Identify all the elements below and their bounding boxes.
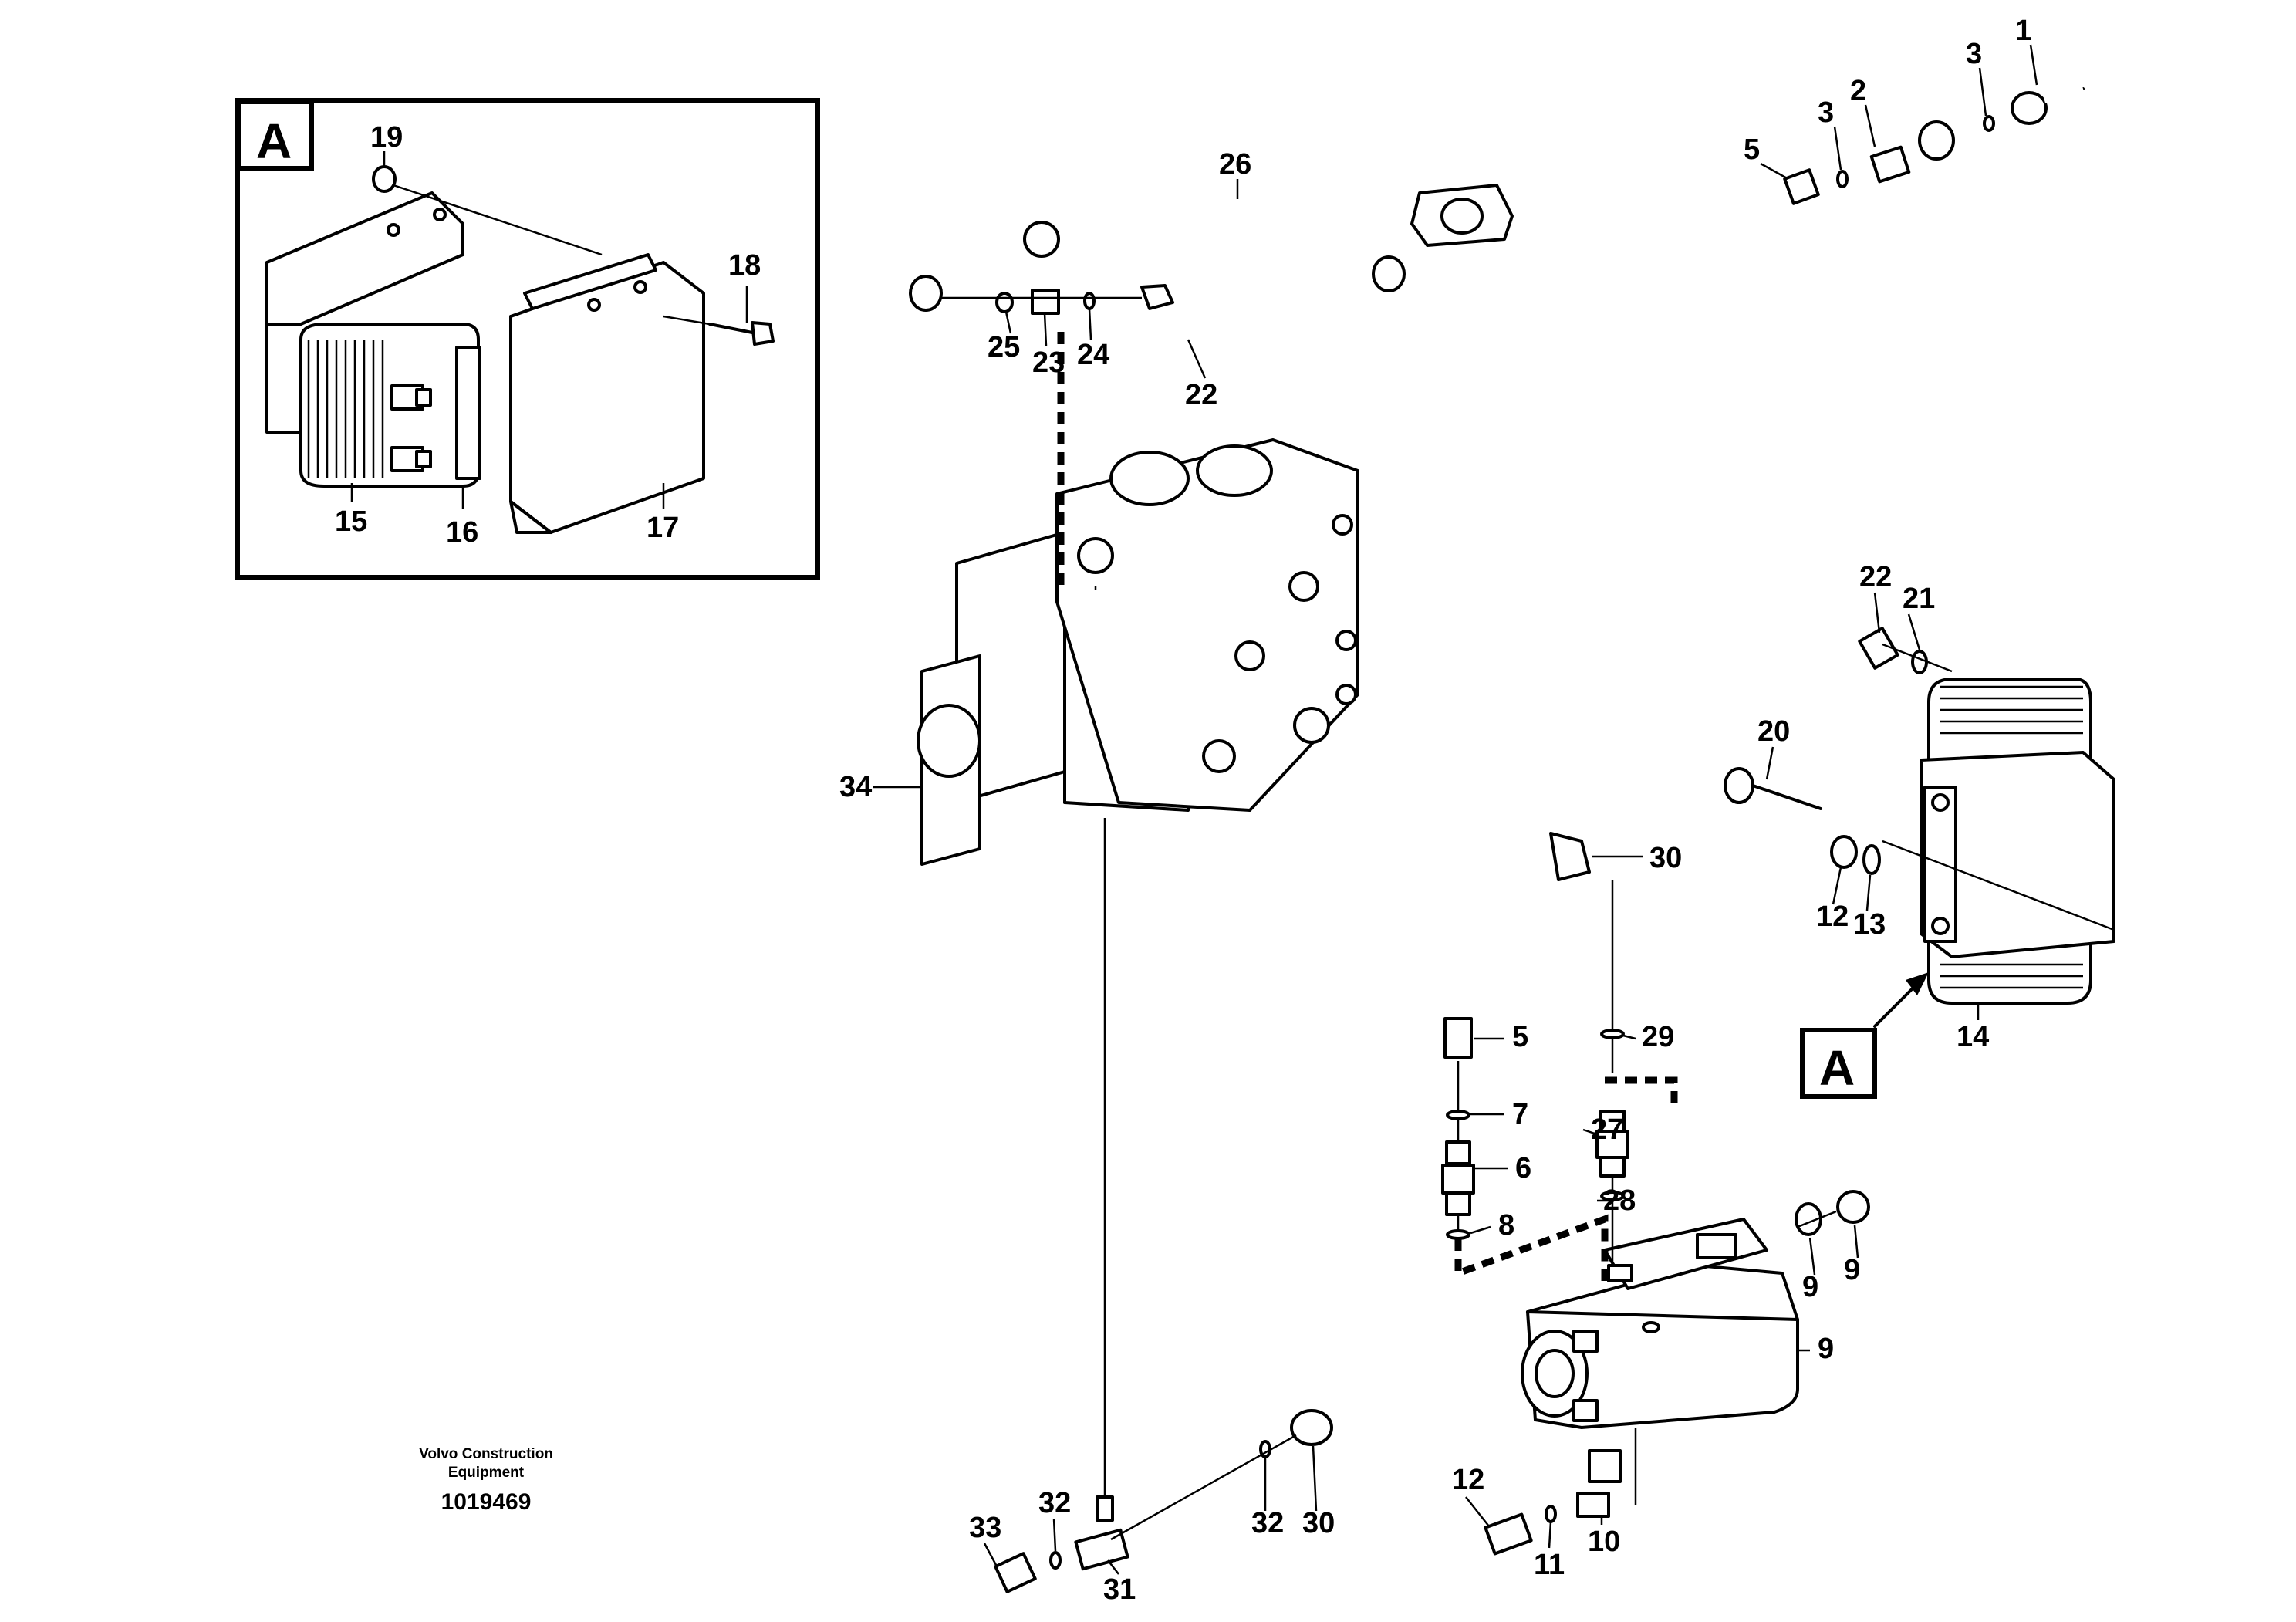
callout-14: 14 — [1957, 1021, 1989, 1053]
callout-1: 1 — [2015, 15, 2031, 47]
detail-cooler — [299, 323, 480, 488]
callout-26: 26 — [1219, 148, 1251, 181]
callout-17: 17 — [647, 512, 679, 544]
callout-21: 21 — [1903, 583, 1935, 615]
fitting-set-25-23-24 — [941, 284, 1174, 315]
callout-9a: 9 — [1802, 1271, 1818, 1303]
detail-gasket — [455, 346, 481, 480]
callout-12a: 12 — [1816, 901, 1849, 933]
credit-line-2: Equipment — [448, 1465, 525, 1481]
callout-29: 29 — [1642, 1021, 1674, 1053]
callout-labels: 1 2 3 3 5 26 25 23 24 22 22 21 20 12 13 … — [335, 15, 2031, 1606]
document-number: 1019469 — [441, 1489, 532, 1515]
filter-housing-9 — [1521, 1218, 1799, 1429]
callout-30a: 30 — [1649, 842, 1682, 874]
view-a-marker-label: A — [1819, 1040, 1855, 1096]
callout-5b: 5 — [1512, 1021, 1528, 1053]
callout-27: 27 — [1591, 1113, 1623, 1146]
callout-30b: 30 — [1302, 1507, 1335, 1539]
detail-bolt-18 — [708, 321, 775, 346]
fitting-set-lower-right — [1259, 1190, 1870, 1523]
callout-32a: 32 — [1251, 1507, 1284, 1539]
hose-30 — [1290, 832, 1591, 1446]
fitting-set-20-12-13 — [1724, 767, 1881, 875]
credit-line-1: Volvo Construction — [419, 1446, 553, 1462]
callout-23: 23 — [1032, 346, 1065, 379]
callout-25: 25 — [988, 331, 1020, 363]
callout-13: 13 — [1853, 908, 1886, 941]
callout-22b: 22 — [1859, 561, 1892, 593]
callout-31: 31 — [1103, 1573, 1136, 1606]
callout-34: 34 — [839, 771, 872, 803]
hose-12-lower — [1197, 853, 1809, 1556]
valve-block-34 — [917, 438, 1359, 866]
callout-3b: 3 — [1966, 38, 1982, 70]
callout-3a: 3 — [1818, 96, 1834, 129]
callout-33: 33 — [969, 1512, 1001, 1544]
callout-11: 11 — [1534, 1549, 1565, 1581]
callout-10: 10 — [1588, 1526, 1620, 1558]
callout-22a: 22 — [1185, 379, 1217, 411]
callout-18: 18 — [728, 249, 761, 282]
tee-fitting-31 — [1049, 1434, 1297, 1571]
callout-8: 8 — [1498, 1209, 1514, 1242]
callout-2: 2 — [1850, 75, 1866, 107]
callout-5a: 5 — [1744, 133, 1760, 166]
detail-washer-19 — [372, 165, 397, 193]
detail-back-bracket — [265, 191, 464, 434]
callout-9b: 9 — [1844, 1254, 1860, 1286]
callout-7: 7 — [1512, 1098, 1528, 1130]
hose-5 — [1384, 181, 1809, 1059]
callout-leaders — [873, 44, 2038, 1575]
oil-cooler-14 — [1882, 678, 2115, 1005]
hose-33 — [953, 1552, 1037, 1609]
callout-19: 19 — [370, 121, 403, 154]
callout-32b: 32 — [1038, 1487, 1071, 1519]
hose-26 — [838, 181, 1514, 326]
callout-15: 15 — [335, 505, 367, 538]
detail-bracket — [509, 253, 705, 534]
detail-a-label-box — [237, 100, 314, 171]
detail-a-label: A — [256, 113, 292, 169]
callout-12b: 12 — [1452, 1464, 1484, 1496]
dashed-link-29 — [1605, 1076, 1678, 1107]
fitting-set-top-right — [1783, 86, 2085, 205]
view-a-marker-box — [1800, 1028, 1877, 1099]
callout-9c: 9 — [1818, 1333, 1834, 1365]
hose-22-upper — [1184, 289, 1871, 644]
dashed-link-8 — [1454, 1214, 1609, 1281]
callout-20: 20 — [1757, 715, 1790, 748]
callout-16: 16 — [446, 516, 478, 549]
callout-6: 6 — [1515, 1152, 1531, 1184]
callout-24: 24 — [1077, 339, 1109, 371]
fitting-set-22-21 — [1858, 627, 1953, 674]
